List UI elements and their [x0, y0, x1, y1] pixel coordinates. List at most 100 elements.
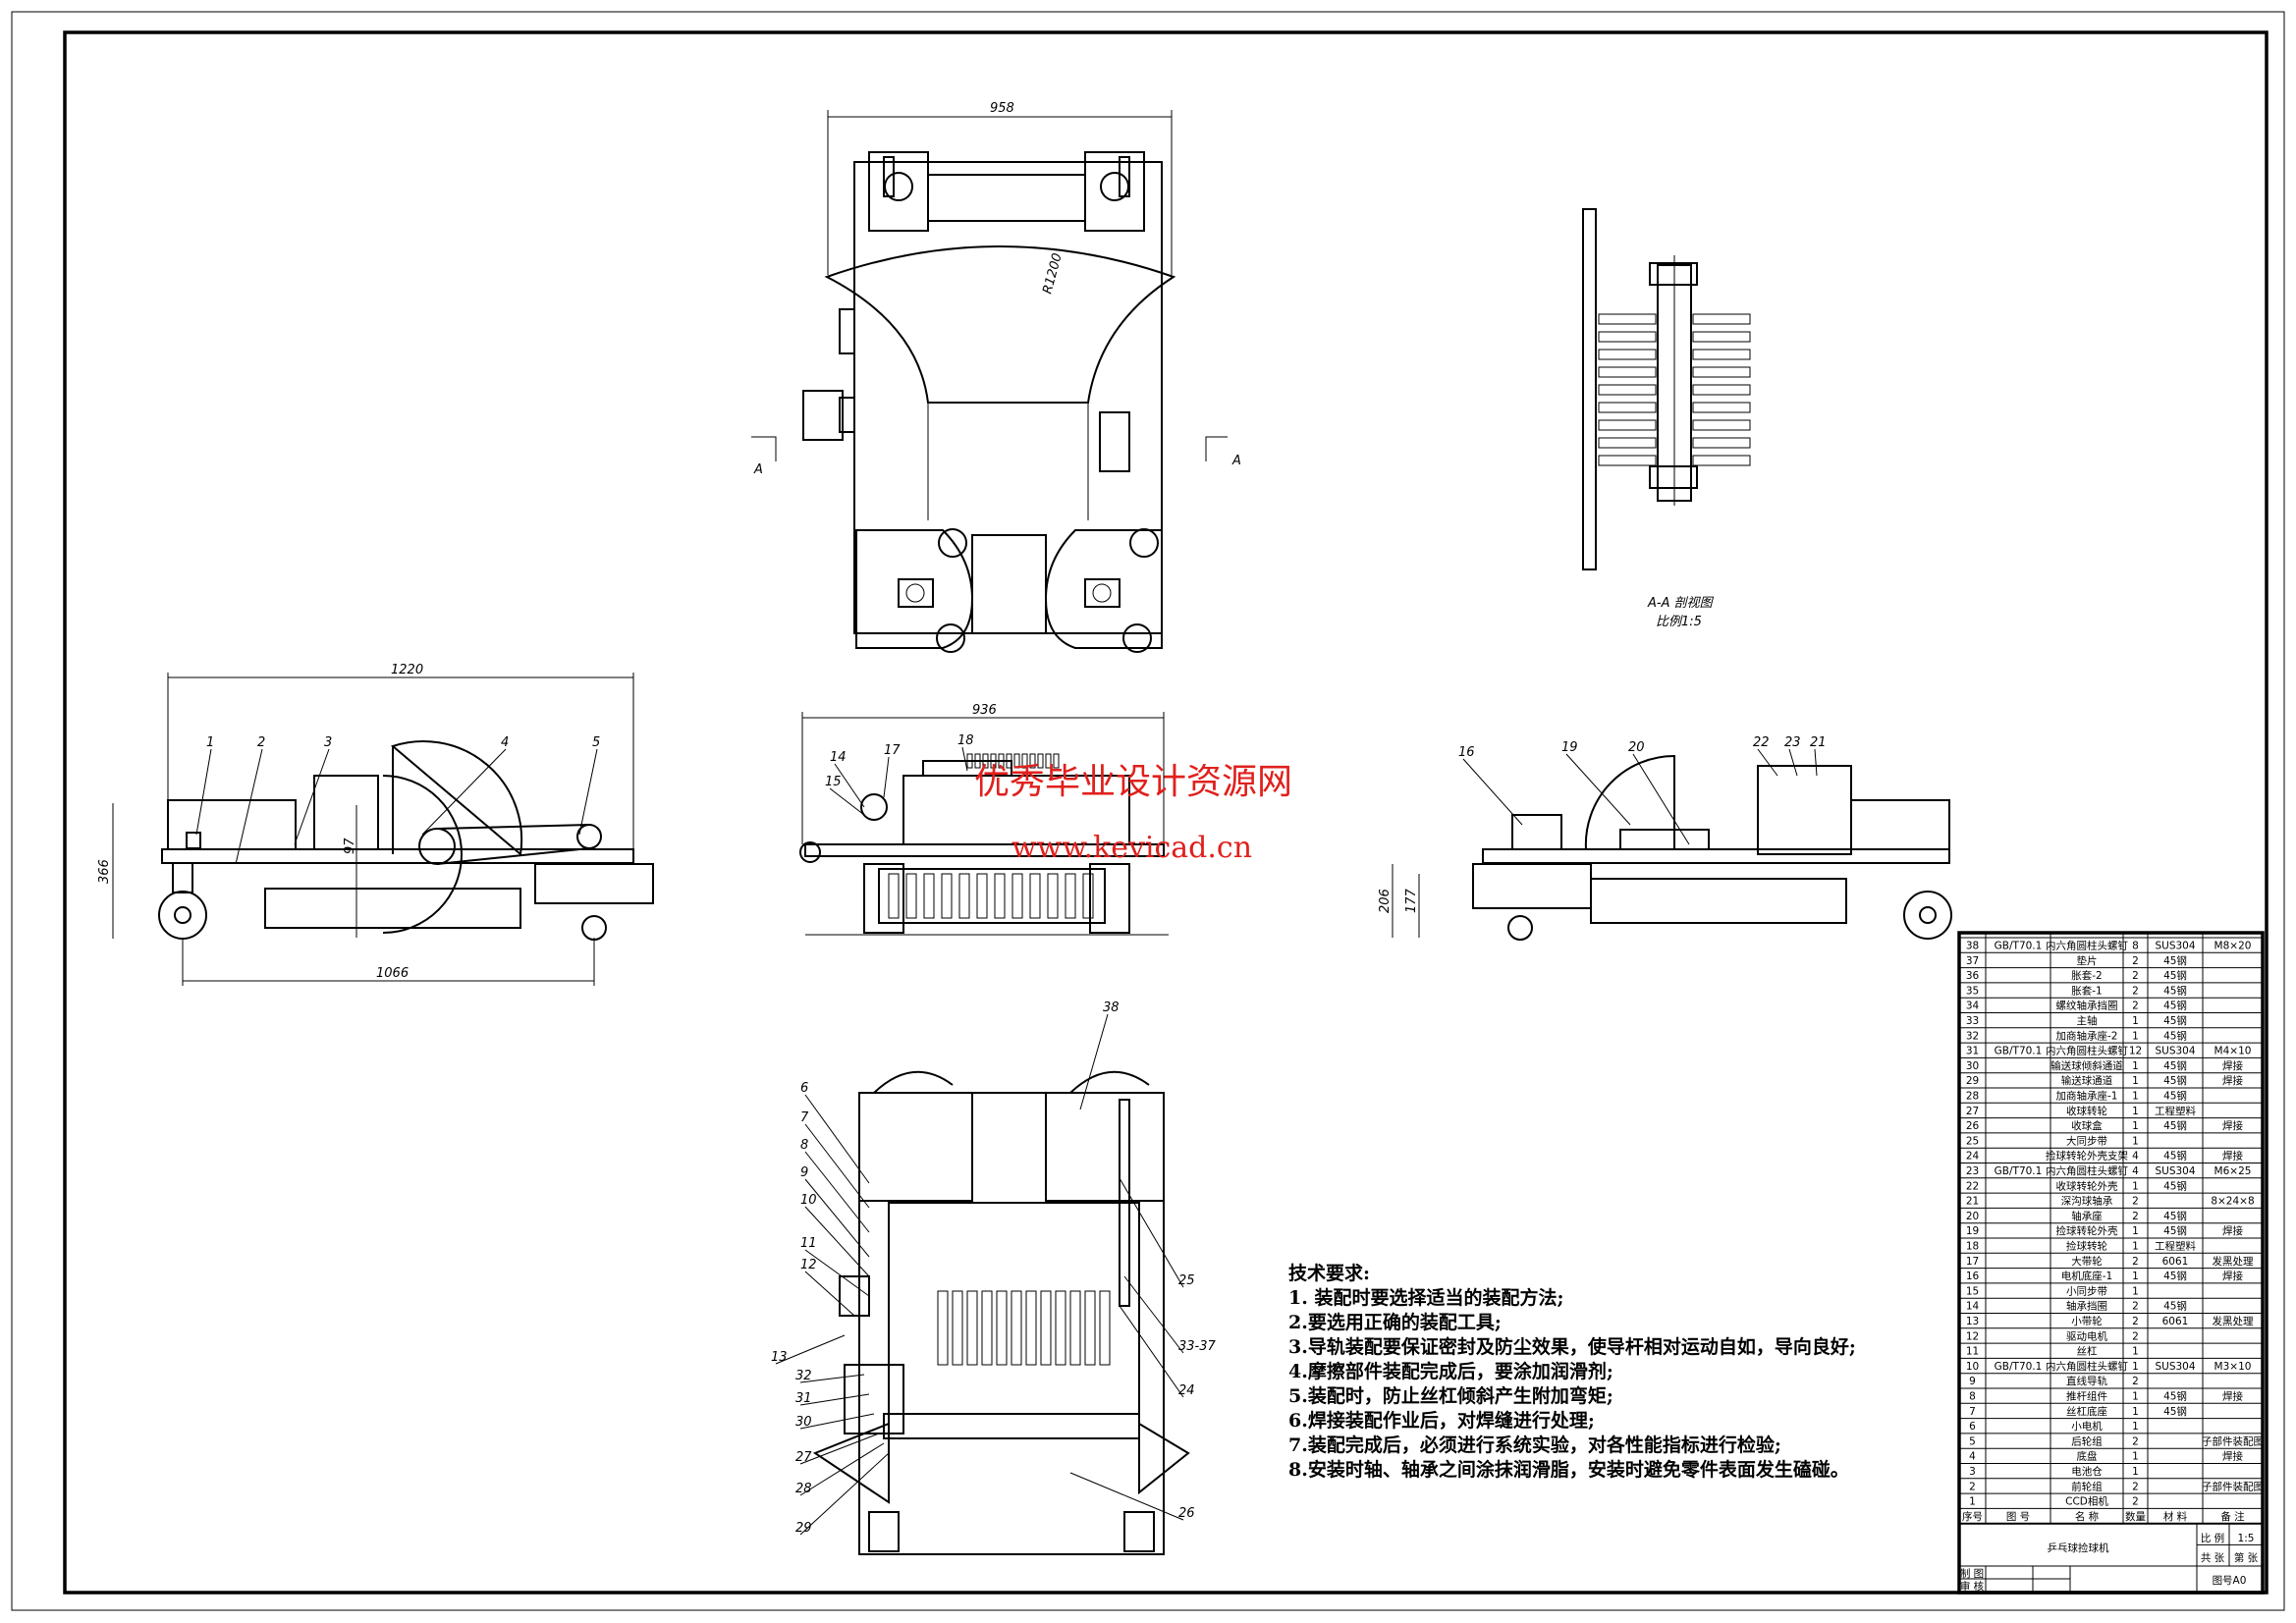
fin: [1692, 384, 1751, 396]
leader-line: [1462, 758, 1523, 826]
bom-qty: 1: [2132, 1271, 2139, 1282]
dim-936: 936: [972, 703, 997, 718]
part-callout: 33-37: [1178, 1339, 1217, 1354]
bom-qty: 2: [2132, 985, 2139, 997]
bom-index: 6: [1969, 1421, 1976, 1433]
bom-index: 21: [1966, 1196, 1979, 1208]
requirements-title: 技术要求:: [1288, 1262, 1370, 1284]
bom-index: 26: [1966, 1120, 1980, 1132]
bom-qty: 1: [2132, 1285, 2139, 1297]
bom-qty: 1: [2132, 1361, 2139, 1373]
bom-qty: 8: [2132, 941, 2139, 952]
bom-name: 前轮组: [2071, 1480, 2103, 1492]
leader-line: [804, 1094, 870, 1184]
leader-line: [804, 1151, 870, 1233]
leader-line: [294, 748, 330, 845]
bom-material: SUS304: [2155, 1165, 2195, 1177]
part-callout: 20: [1628, 740, 1645, 755]
bom-note: 焊接: [2222, 1224, 2244, 1237]
bom-index: 32: [1966, 1030, 1979, 1042]
dim-958: 958: [990, 101, 1014, 116]
bom-name: 胀套-2: [2071, 969, 2102, 982]
bom-qty: 1: [2132, 1180, 2139, 1192]
bom-index: 12: [1966, 1330, 1979, 1342]
bom-qty: 2: [2132, 970, 2139, 982]
leader-line: [1757, 748, 1778, 777]
leader-line: [1632, 753, 1690, 845]
dim-366: 366: [97, 859, 112, 884]
bom-note: 发黑处理: [2213, 1315, 2254, 1327]
bom-material: SUS304: [2155, 941, 2195, 952]
bom-qty: 1: [2132, 1030, 2139, 1042]
bom-header: 序号: [1962, 1510, 1983, 1523]
comb-tooth: [905, 873, 917, 919]
leader-line: [883, 756, 890, 798]
bom-qty: 1: [2132, 1241, 2139, 1253]
comb-tooth: [1047, 873, 1059, 919]
leader-line: [195, 748, 212, 836]
bom-name: 收球盒: [2071, 1119, 2103, 1132]
leader-line: [799, 1374, 865, 1383]
part-callout: 29: [795, 1521, 812, 1536]
section-scale: 比例1:5: [1656, 615, 1702, 629]
bom-note: 焊接: [2222, 1270, 2244, 1282]
technical-requirements: 技术要求: 1. 装配时要选择适当的装配方法;2.要选用正确的装配工具;3.导轨…: [1288, 1262, 1856, 1481]
bom-standard: GB/T70.1: [1995, 1165, 2043, 1177]
part-callout: 27: [795, 1450, 812, 1465]
part-callout: 12: [800, 1258, 817, 1272]
comb-tooth: [1065, 873, 1076, 919]
bom-name: CCD相机: [2065, 1495, 2108, 1508]
outer-border: [11, 11, 2285, 1611]
fin: [1598, 455, 1657, 466]
bom-name: 丝杠: [2077, 1345, 2099, 1358]
bom-note: 焊接: [2222, 1059, 2244, 1072]
bom-qty: 1: [2132, 1421, 2139, 1433]
fin: [1692, 455, 1751, 466]
bom-index: 9: [1969, 1376, 1976, 1387]
scale-label: 比 例: [2201, 1532, 2224, 1544]
slot: [990, 753, 997, 769]
bom-material: 45钢: [2163, 1119, 2187, 1132]
bom-name: 轴承座: [2071, 1210, 2103, 1222]
bom-material: 45钢: [2163, 1014, 2187, 1027]
bom-qty: 2: [2132, 1316, 2139, 1327]
bom-note: M8×20: [2214, 941, 2252, 952]
fin: [1598, 384, 1657, 396]
comb-rollers: [888, 753, 1111, 1366]
part-callout: 28: [795, 1482, 812, 1496]
bom-name: 小同步带: [2066, 1285, 2107, 1297]
comb-tooth: [888, 873, 900, 919]
bom-name: 底盘: [2077, 1450, 2099, 1463]
fin: [1598, 366, 1657, 378]
bom-material: 45钢: [2163, 954, 2187, 967]
part-callout: 19: [1561, 740, 1578, 755]
leader-line: [578, 748, 598, 836]
leader-line: [829, 787, 865, 816]
leader-line: [1119, 1305, 1184, 1398]
bom-qty: 2: [2132, 1330, 2139, 1342]
leader-line: [961, 746, 968, 772]
bom-index: 25: [1966, 1135, 1979, 1147]
bom-index: 8: [1969, 1391, 1976, 1403]
bom-qty: 1: [2132, 1391, 2139, 1403]
bom-name: 收球转轮: [2066, 1105, 2107, 1117]
part-callout: 31: [795, 1391, 812, 1406]
leader-line: [1565, 753, 1631, 826]
fin: [1692, 313, 1751, 325]
comb-tooth: [1011, 1290, 1022, 1366]
front-view: 936: [799, 703, 1169, 936]
bom-note: 子部件装配图: [2202, 1480, 2264, 1492]
bom-material: 45钢: [2163, 1000, 2187, 1012]
bom-material: 45钢: [2163, 1224, 2187, 1237]
leader-line: [804, 1249, 870, 1297]
bom-qty: 4: [2132, 1151, 2139, 1163]
bom-index: 33: [1966, 1015, 1979, 1027]
bom-note: 焊接: [2222, 1150, 2244, 1163]
bom-index: 16: [1966, 1271, 1980, 1282]
part-callout: 14: [830, 750, 847, 765]
part-callout: 26: [1178, 1506, 1195, 1521]
bom-qty: 1: [2132, 1451, 2139, 1463]
bom-name: 小电机: [2071, 1420, 2103, 1433]
leader-line: [799, 1433, 880, 1465]
